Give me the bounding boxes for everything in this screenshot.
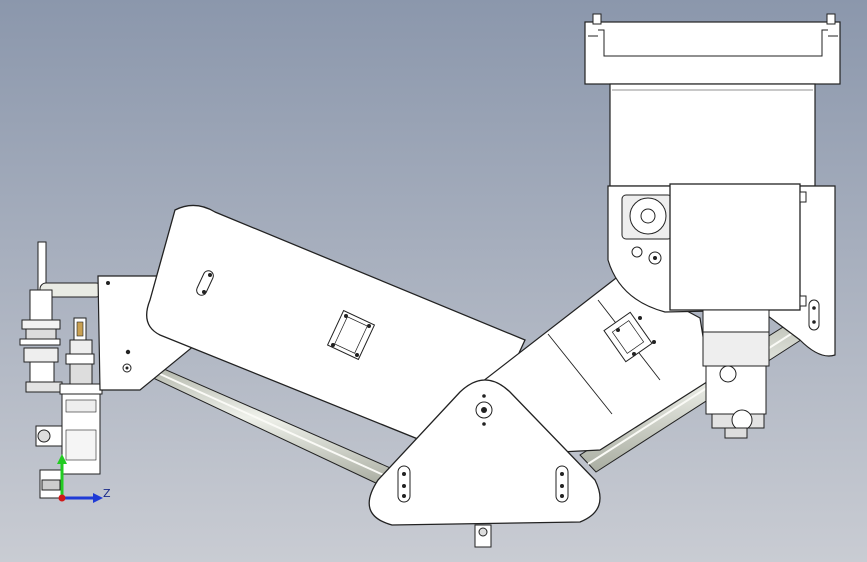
triad-origin (58, 494, 66, 502)
upper-arm-slot-left (196, 270, 214, 296)
triad-z-label: Z (103, 487, 111, 500)
wrist-assembly[interactable] (19, 241, 103, 499)
elbow-top-pivot (475, 394, 493, 426)
side-cover-plate (669, 183, 801, 311)
forearm-clamp (603, 311, 656, 363)
upper-arm-link[interactable] (146, 204, 526, 461)
upper-arm-clamp (326, 309, 376, 361)
mounting-flange (584, 21, 841, 85)
elbow-slot-left (397, 465, 411, 503)
elbow-slot-right (555, 465, 569, 503)
shoulder-motor (621, 194, 673, 265)
lower-motor-assembly (702, 309, 770, 439)
coordinate-triad: Z (57, 454, 111, 503)
elbow-bottom-tab (474, 524, 492, 548)
base-slot-right (808, 299, 820, 331)
base-housing[interactable] (584, 13, 841, 439)
elbow-triangle-plate[interactable] (368, 379, 601, 548)
